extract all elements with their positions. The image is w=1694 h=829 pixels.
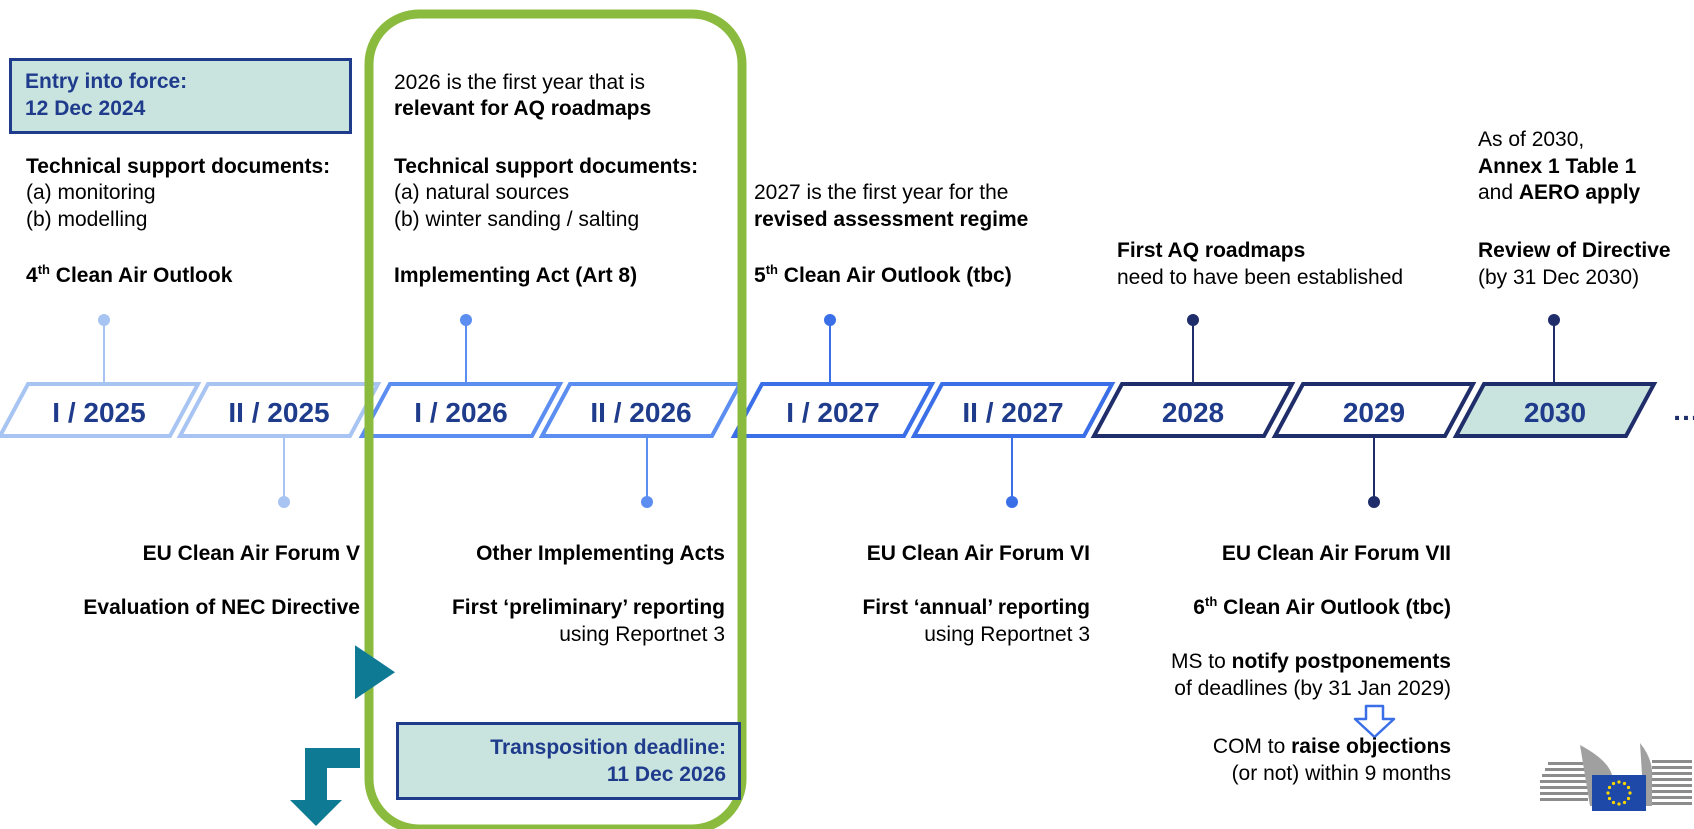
timeline-period-shape	[176, 382, 382, 438]
connector-dot	[278, 496, 290, 508]
tsd-2025-item-b: (b) modelling	[26, 208, 148, 231]
review-of-directive-title: Review of Directive	[1478, 239, 1671, 262]
eu-star	[1628, 791, 1632, 795]
transposition-deadline-box: Transposition deadline: 11 Dec 2026	[396, 722, 741, 800]
timeline-period-shape	[1452, 382, 1658, 438]
timeline-period-shape	[1090, 382, 1296, 438]
timeline-period-4: II / 2026	[538, 382, 744, 438]
timeline-period-3: I / 2026	[358, 382, 564, 438]
eu-clean-air-forum-6: EU Clean Air Forum VI	[866, 542, 1090, 565]
timeline-period-label: 2030	[1524, 397, 1586, 428]
timeline-period-label: I / 2025	[52, 397, 145, 428]
implementing-act-art8: Implementing Act (Art 8)	[394, 264, 638, 287]
eu-star	[1611, 781, 1616, 786]
timeline-period-label: 2028	[1162, 397, 1224, 428]
timeline-period-label: II / 2025	[228, 397, 329, 428]
first-aq-roadmaps-title: First AQ roadmaps	[1117, 239, 1306, 262]
eu-star	[1606, 791, 1610, 795]
assessment-regime-line2: revised assessment regime	[754, 208, 1029, 231]
timeline-period-label: 2029	[1343, 397, 1405, 428]
eu-star	[1611, 800, 1616, 805]
timeline-period-1: I / 2025	[0, 382, 202, 438]
entry-into-force-box: Entry into force: 12 Dec 2024	[9, 58, 352, 134]
transposition-deadline-date: 11 Dec 2026	[606, 763, 726, 786]
ms-notify-postponements: MS to notify postponements	[1170, 650, 1451, 673]
eu-star	[1622, 781, 1627, 786]
timeline-period-label: I / 2026	[414, 397, 507, 428]
timeline-period-7: 2028	[1090, 382, 1296, 438]
aq-roadmap-intro-line2: relevant for AQ roadmaps	[394, 97, 652, 120]
timeline-period-9: 2030	[1452, 382, 1658, 438]
eu-star	[1617, 780, 1621, 784]
bent-arrow-icon	[290, 645, 395, 826]
year-2026-highlight	[364, 9, 747, 829]
eu-star	[1617, 802, 1621, 806]
tsd-2025-item-a: (a) monitoring	[26, 181, 156, 204]
timeline-period-shape	[910, 382, 1116, 438]
timeline-period-8: 2029	[1271, 382, 1477, 438]
eu-star	[1607, 785, 1612, 790]
timeline-period-label: II / 2026	[590, 397, 691, 428]
timeline-period-6: II / 2027	[910, 382, 1116, 438]
connector-dot	[1006, 496, 1018, 508]
clean-air-outlook-4: 4th Clean Air Outlook	[26, 262, 233, 287]
entry-into-force-date: 12 Dec 2024	[25, 97, 146, 120]
tsd-2025-title: Technical support documents:	[26, 155, 331, 178]
annual-reportnet-3: using Reportnet 3	[924, 623, 1090, 646]
timeline-period-5: I / 2027	[730, 382, 936, 438]
eu-clean-air-forum-5: EU Clean Air Forum V	[142, 542, 360, 565]
connector-dot	[1368, 496, 1380, 508]
tsd-2026-item-a: (a) natural sources	[394, 181, 570, 204]
tsd-2026-item-b: (b) winter sanding / salting	[394, 208, 640, 231]
timeline-periods: I / 2025 II / 2025 I / 2026 II / 2026 I / 20…	[0, 382, 1658, 438]
preliminary-reportnet-3: using Reportnet 3	[559, 623, 725, 646]
timeline-period-2: II / 2025	[176, 382, 382, 438]
first-preliminary-reporting: First ‘preliminary’ reporting	[451, 596, 725, 619]
connector-dot	[641, 496, 653, 508]
tsd-2026-title: Technical support documents:	[394, 155, 699, 178]
european-commission-logo	[1540, 743, 1692, 811]
first-aq-roadmaps-sub: need to have been established	[1117, 266, 1404, 289]
connector-dot	[824, 314, 836, 326]
entry-into-force-label: Entry into force:	[25, 70, 188, 93]
timeline-period-shape	[1271, 382, 1477, 438]
as-of-2030: As of 2030,	[1478, 128, 1585, 151]
timeline-period-shape	[0, 382, 202, 438]
eu-star	[1607, 796, 1612, 801]
clean-air-outlook-6: 6th Clean Air Outlook (tbc)	[1193, 594, 1451, 619]
nec-directive-evaluation: Evaluation of NEC Directive	[83, 596, 360, 619]
connector-dot	[1548, 314, 1560, 326]
eu-star	[1626, 796, 1631, 801]
review-of-directive-date: (by 31 Dec 2030)	[1478, 266, 1640, 289]
aero-apply: and AERO apply	[1478, 181, 1641, 204]
clean-air-outlook-5: 5th Clean Air Outlook (tbc)	[754, 262, 1012, 287]
com-raise-objections: COM to raise objections	[1212, 735, 1451, 758]
aq-roadmap-intro-line1: 2026 is the first year that is	[394, 71, 645, 94]
timeline-connectors	[98, 314, 1560, 508]
timeline-ellipsis: …	[1672, 395, 1694, 426]
connector-dot	[460, 314, 472, 326]
other-implementing-acts: Other Implementing Acts	[476, 542, 725, 565]
eu-clean-air-forum-7: EU Clean Air Forum VII	[1221, 542, 1451, 565]
timeline-period-shape	[538, 382, 744, 438]
connector-dot	[98, 314, 110, 326]
connector-dot	[1187, 314, 1199, 326]
timeline-period-label: I / 2027	[786, 397, 879, 428]
down-arrow-icon	[1353, 704, 1396, 739]
transposition-deadline-label: Transposition deadline:	[490, 736, 726, 759]
first-annual-reporting: First ‘annual’ reporting	[862, 596, 1090, 619]
assessment-regime-line1: 2027 is the first year for the	[754, 181, 1009, 204]
postponement-deadline: of deadlines (by 31 Jan 2029)	[1174, 677, 1451, 700]
eu-star	[1622, 800, 1627, 805]
annex-1-table-1: Annex 1 Table 1	[1478, 155, 1637, 178]
objections-window: (or not) within 9 months	[1231, 762, 1451, 785]
timeline-period-label: II / 2027	[962, 397, 1063, 428]
eu-star	[1626, 785, 1631, 790]
